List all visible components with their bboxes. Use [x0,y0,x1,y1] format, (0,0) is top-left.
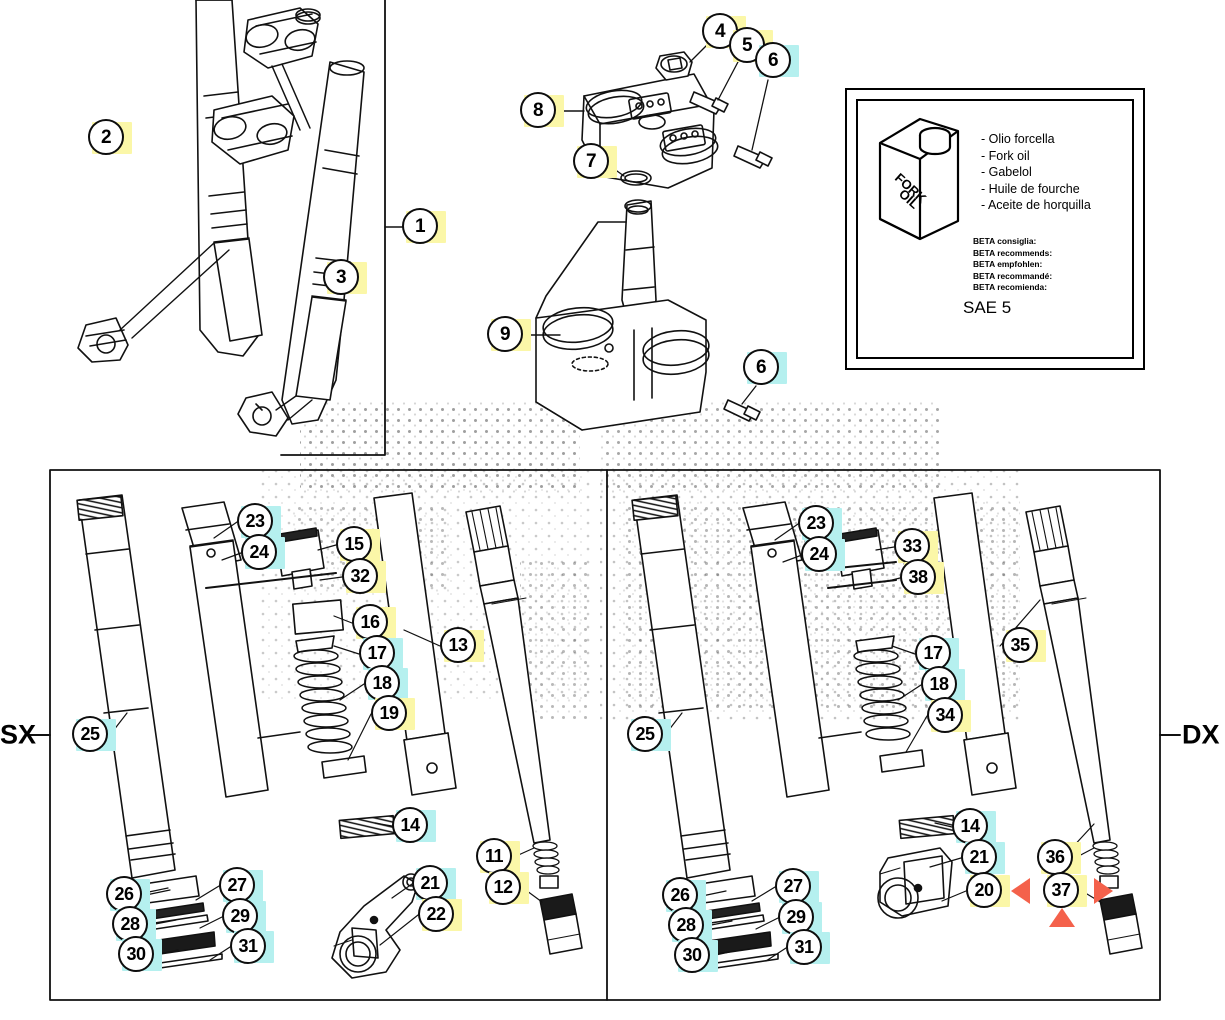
callout-30[interactable]: 30 [674,937,718,975]
target-arrow-right-icon [1094,878,1113,904]
callout-27[interactable]: 27 [219,867,263,905]
callout-3[interactable]: 3 [323,259,367,297]
callout-20[interactable]: 20 [966,872,1010,910]
callout-35[interactable]: 35 [1002,627,1046,665]
callout-number-16: 16 [352,604,388,640]
callout-8[interactable]: 8 [520,92,564,130]
callout-number-3: 3 [323,259,359,295]
callout-number-32: 32 [342,558,378,594]
fork-oil-info-box: FORK OIL - Olio forcella - Fork oil - Ga… [845,88,1145,370]
callout-9[interactable]: 9 [487,316,531,354]
side-label-sx: SX [0,719,37,750]
callout-number-6: 6 [743,349,779,385]
callout-17[interactable]: 17 [915,635,959,673]
callout-number-23: 23 [798,505,834,541]
callout-31[interactable]: 31 [230,928,274,966]
callout-26[interactable]: 26 [662,877,706,915]
callout-14[interactable]: 14 [952,808,996,846]
callout-number-14: 14 [952,808,988,844]
callout-number-7: 7 [573,143,609,179]
callout-number-31: 31 [230,928,266,964]
callout-38[interactable]: 38 [900,559,944,597]
callout-number-31: 31 [786,929,822,965]
beta-recommends-list: BETA consiglia: BETA recommends: BETA em… [973,236,1053,293]
callout-31[interactable]: 31 [786,929,830,967]
callout-number-37: 37 [1043,872,1079,908]
callout-number-22: 22 [418,896,454,932]
callout-36[interactable]: 36 [1037,839,1081,877]
callout-number-2: 2 [88,119,124,155]
callout-number-6: 6 [755,42,791,78]
callout-number-25: 25 [72,716,108,752]
callout-number-9: 9 [487,316,523,352]
callout-30[interactable]: 30 [118,936,162,974]
callout-number-24: 24 [241,534,277,570]
callout-21[interactable]: 21 [961,839,1005,877]
callout-number-25: 25 [627,716,663,752]
callout-13[interactable]: 13 [440,627,484,665]
callout-number-24: 24 [801,536,837,572]
callout-number-11: 11 [476,838,512,874]
callout-6[interactable]: 6 [743,349,787,387]
callout-25[interactable]: 25 [72,716,116,754]
callout-number-19: 19 [371,695,407,731]
callout-34[interactable]: 34 [927,697,971,735]
callout-22[interactable]: 22 [418,896,462,934]
callout-number-15: 15 [336,526,372,562]
callout-number-20: 20 [966,872,1002,908]
callout-number-8: 8 [520,92,556,128]
callout-number-13: 13 [440,627,476,663]
callout-11[interactable]: 11 [476,838,520,876]
oil-grade-label: SAE 5 [963,298,1012,317]
side-label-dx: DX [1182,719,1220,750]
callout-number-1: 1 [402,208,438,244]
callout-1[interactable]: 1 [402,208,446,246]
callout-12[interactable]: 12 [485,869,529,907]
target-arrow-bottom-icon [1049,908,1075,927]
callout-number-38: 38 [900,559,936,595]
callout-14[interactable]: 14 [392,807,436,845]
target-arrow-left-icon [1011,878,1030,904]
callout-number-12: 12 [485,869,521,905]
oil-language-list: - Olio forcella - Fork oil - Gabelol - H… [981,132,1091,212]
callout-29[interactable]: 29 [778,899,822,937]
callout-number-17: 17 [915,635,951,671]
callout-number-34: 34 [927,697,963,733]
callout-18[interactable]: 18 [921,666,965,704]
callout-number-27: 27 [219,867,255,903]
callout-37[interactable]: 37 [1043,872,1087,910]
callout-15[interactable]: 15 [336,526,380,564]
callout-25[interactable]: 25 [627,716,671,754]
callout-number-14: 14 [392,807,428,843]
callout-number-30: 30 [118,936,154,972]
callout-24[interactable]: 24 [801,536,845,574]
callout-19[interactable]: 19 [371,695,415,733]
oil-can-illustration: FORK OIL [878,117,960,241]
callout-7[interactable]: 7 [573,143,617,181]
callout-2[interactable]: 2 [88,119,132,157]
callout-32[interactable]: 32 [342,558,386,596]
callout-number-21: 21 [961,839,997,875]
callout-28[interactable]: 28 [112,906,156,944]
callout-16[interactable]: 16 [352,604,396,642]
callout-21[interactable]: 21 [412,865,456,903]
callout-23[interactable]: 23 [798,505,842,543]
callout-number-30: 30 [674,937,710,973]
callout-number-35: 35 [1002,627,1038,663]
callout-number-36: 36 [1037,839,1073,875]
callout-6[interactable]: 6 [755,42,799,80]
callout-24[interactable]: 24 [241,534,285,572]
oil-box-inner-frame: FORK OIL - Olio forcella - Fork oil - Ga… [856,99,1134,359]
